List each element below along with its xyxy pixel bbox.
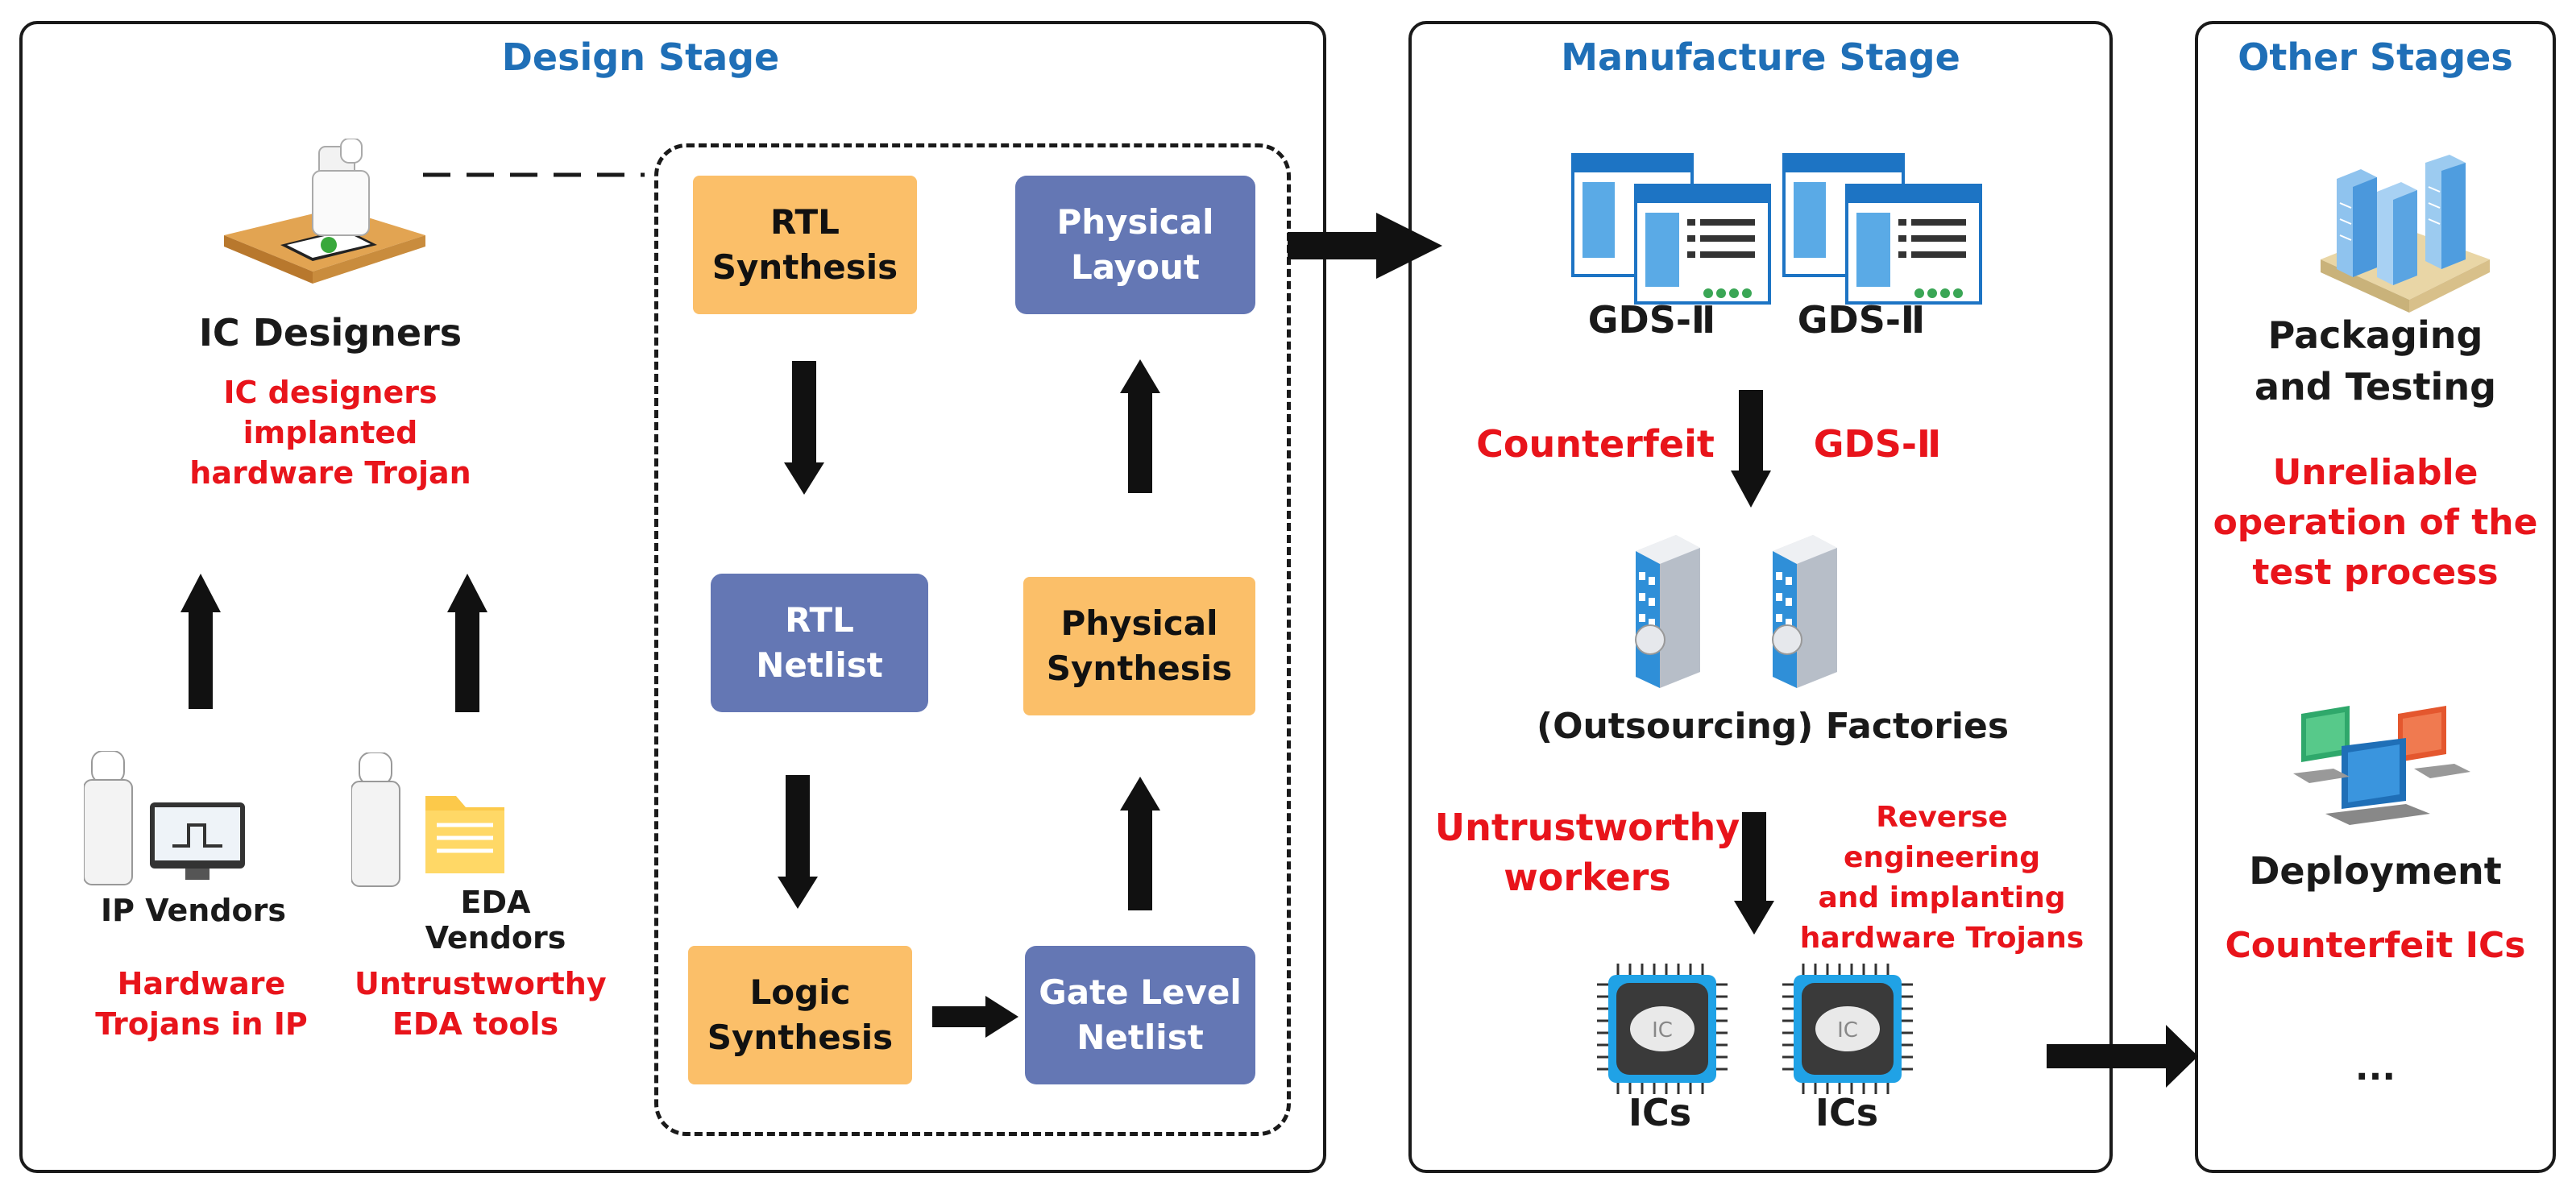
physical-synthesis-box: Physical Synthesis bbox=[1023, 577, 1255, 715]
arrow-right-logic bbox=[932, 996, 1018, 1038]
gds-label-1: GDS-Ⅱ bbox=[1587, 298, 1716, 342]
arrow-down-rtl bbox=[784, 361, 824, 495]
ic-designer-icon bbox=[224, 139, 425, 284]
deployment-label: Deployment bbox=[2249, 849, 2502, 893]
packaging-buildings-icon bbox=[2321, 155, 2490, 313]
deployment-computers-icon bbox=[2293, 706, 2470, 825]
eda-vendor-icon bbox=[351, 752, 504, 887]
counterfeit-gds-label: GDS-Ⅱ bbox=[1813, 422, 1942, 466]
rtl-synthesis-box: RTL Synthesis bbox=[693, 176, 917, 314]
counterfeit-label: Counterfeit bbox=[1476, 422, 1715, 466]
packaging-threat: Unreliable operation of the test process bbox=[2213, 452, 2538, 593]
rtl-netlist-box: RTL Netlist bbox=[711, 574, 928, 712]
arrow-up-gate bbox=[1120, 777, 1160, 910]
arrow-up-ip bbox=[180, 574, 221, 709]
eda-vendors-threat: Untrustworthy EDA tools bbox=[355, 966, 607, 1042]
logic-synthesis-box: Logic Synthesis bbox=[688, 946, 912, 1084]
ics-label-2: ICs bbox=[1815, 1091, 1879, 1134]
ics-label-1: ICs bbox=[1628, 1091, 1692, 1134]
arrow-up-eda bbox=[447, 574, 487, 712]
gate-level-netlist-box: Gate Level Netlist bbox=[1025, 946, 1255, 1084]
ic-chip-text-1: IC bbox=[1652, 1018, 1673, 1043]
other-stages-title: Other Stages bbox=[2238, 35, 2513, 79]
ic-chip-icon-2: IC bbox=[1782, 964, 1913, 1094]
packaging-label: Packaging and Testing bbox=[2254, 313, 2496, 408]
deployment-threat: Counterfeit ICs bbox=[2225, 925, 2526, 966]
ip-vendors-label: IP Vendors bbox=[100, 893, 287, 928]
ic-chip-icon-1: IC bbox=[1597, 964, 1728, 1094]
other-stages-ellipsis: ... bbox=[2354, 1047, 2396, 1088]
eda-vendors-label: EDA Vendors bbox=[425, 885, 566, 956]
gds-label-2: GDS-Ⅱ bbox=[1797, 298, 1926, 342]
ic-designers-label: IC Designers bbox=[198, 311, 463, 354]
ip-vendors-threat: Hardware Trojans in IP bbox=[95, 966, 308, 1042]
design-flow-container bbox=[654, 143, 1291, 1136]
ic-chip-text-2: IC bbox=[1837, 1018, 1858, 1043]
arrow-down-factories bbox=[1734, 812, 1774, 935]
arrow-down-netlist bbox=[778, 775, 818, 909]
design-stage-title: Design Stage bbox=[501, 35, 780, 79]
factories-label: (Outsourcing) Factories bbox=[1536, 706, 2010, 747]
reverse-engineering-threat: Reverse engineering and implanting hardw… bbox=[1799, 801, 2084, 955]
factory-buildings-icon bbox=[1635, 535, 1837, 688]
manufacture-stage-title: Manufacture Stage bbox=[1561, 35, 1960, 79]
arrow-design-to-manufacture bbox=[1288, 213, 1442, 279]
workers-threat: Untrustworthy workers bbox=[1434, 806, 1740, 899]
arrow-up-physical bbox=[1120, 359, 1160, 493]
physical-layout-box: Physical Layout bbox=[1015, 176, 1255, 314]
gds-file-icon-1 bbox=[1571, 153, 1771, 305]
ic-designers-threat: IC designers implanted hardware Trojan bbox=[189, 375, 471, 491]
arrow-down-gds bbox=[1731, 390, 1771, 508]
gds-file-icon-2 bbox=[1782, 153, 1982, 305]
ip-vendor-icon bbox=[84, 751, 245, 885]
arrow-manufacture-to-other bbox=[2047, 1025, 2198, 1088]
